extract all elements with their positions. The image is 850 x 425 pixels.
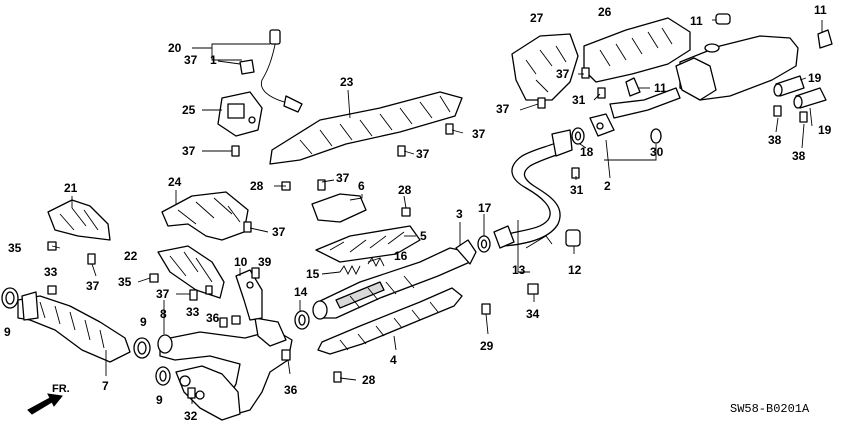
callout-16: 16: [394, 249, 408, 263]
callout-27: 27: [530, 11, 544, 25]
converter-cover: [311, 193, 367, 223]
heat-shield-26: [583, 17, 691, 83]
catalytic-converter: [315, 225, 421, 263]
callout-3: 3: [456, 207, 463, 221]
heat-shield-upper-left: [161, 191, 249, 241]
callout-36-left: 36: [206, 311, 220, 325]
callout-21: 21: [64, 181, 78, 195]
front-label: FR.: [52, 383, 70, 395]
callout-28-right: 28: [398, 183, 412, 197]
springs: [339, 256, 385, 276]
callout-12: 12: [568, 263, 582, 277]
heat-shield-lower-left: [47, 199, 111, 241]
callout-4: 4: [390, 353, 397, 367]
sensor-bracket: [217, 91, 263, 137]
callout-34: 34: [526, 307, 540, 321]
hanger-11c: [625, 77, 641, 97]
callout-22: 22: [124, 249, 138, 263]
callout-7: 7: [102, 379, 109, 393]
callout-26: 26: [598, 5, 612, 19]
callout-23: 23: [340, 75, 354, 89]
muffler: [589, 35, 799, 137]
callout-33-left: 33: [44, 265, 58, 279]
callout-18: 18: [580, 145, 594, 159]
hanger-11a: [715, 13, 731, 25]
callout-37-g: 37: [156, 287, 170, 301]
callout-19-upper: 19: [808, 71, 822, 85]
heat-shield-27: [511, 33, 579, 101]
catalytic-converter-main: [312, 239, 477, 355]
callout-31-lower: 31: [570, 183, 584, 197]
callout-8: 8: [160, 307, 167, 321]
gasket-lower: [155, 366, 171, 386]
callout-35-center: 35: [118, 275, 132, 289]
callout-6: 6: [358, 179, 365, 193]
middle-pipe: [493, 129, 573, 249]
hanger-11b: [817, 29, 833, 49]
callout-32: 32: [184, 409, 198, 423]
callout-2: 2: [604, 179, 611, 193]
callout-17: 17: [478, 201, 492, 215]
callout-37-j: 37: [184, 53, 198, 67]
heat-shield-lower-center: [157, 245, 225, 299]
front-exhaust-pipe: [1, 287, 131, 363]
callout-1: 1: [210, 53, 217, 67]
callout-36-right: 36: [284, 383, 298, 397]
callout-30: 30: [650, 145, 664, 159]
callout-37-f: 37: [86, 279, 100, 293]
callout-labels: 1 2 3 4 5 6 7 8 9 9 9 10 11 11 11 12 13 …: [4, 3, 832, 423]
callout-10: 10: [234, 255, 248, 269]
callout-20: 20: [168, 41, 182, 55]
callout-9-middle: 9: [140, 315, 147, 329]
tailpipe-tip-lower: [793, 87, 827, 109]
callout-38-a: 38: [768, 133, 782, 147]
exhaust-manifold-pipe: [157, 317, 293, 421]
callout-35-left: 35: [8, 241, 22, 255]
clip-1: [239, 59, 255, 75]
front-direction-arrow: FR.: [27, 383, 70, 415]
gasket-30: [650, 128, 662, 144]
callout-29: 29: [480, 339, 494, 353]
callout-11-middle: 11: [654, 81, 667, 95]
callout-37-i: 37: [556, 67, 570, 81]
callout-19-lower: 19: [818, 123, 832, 137]
callout-37-c: 37: [416, 147, 430, 161]
gasket-17: [477, 235, 491, 253]
callout-9-left: 9: [4, 325, 11, 339]
callout-24: 24: [168, 175, 182, 189]
callout-37-e: 37: [272, 225, 286, 239]
callout-28-bottom: 28: [362, 373, 376, 387]
drawing-code: SW58-B0201A: [730, 402, 810, 416]
leader-lines: [51, 19, 823, 404]
callout-37-h: 37: [496, 102, 510, 116]
bracket: [235, 269, 263, 321]
callout-37-a: 37: [182, 144, 196, 158]
callout-14: 14: [294, 285, 308, 299]
callout-37-d: 37: [336, 171, 350, 185]
callout-15: 15: [306, 267, 320, 281]
callout-28-left: 28: [250, 179, 264, 193]
heat-shield-long: [269, 91, 463, 165]
tailpipe-tip-upper: [773, 75, 805, 97]
callout-11-top: 11: [690, 14, 703, 28]
gasket-18: [571, 127, 585, 145]
rubber-mount: [565, 229, 581, 247]
callout-31-upper: 31: [572, 93, 586, 107]
callout-38-b: 38: [792, 149, 806, 163]
callout-25: 25: [182, 103, 196, 117]
callout-33-center: 33: [186, 305, 200, 319]
callout-37-b: 37: [472, 127, 486, 141]
gasket-14: [294, 310, 310, 330]
callout-13: 13: [512, 263, 526, 277]
callout-11-right: 11: [814, 3, 827, 17]
callout-9-lower: 9: [156, 393, 163, 407]
callout-5: 5: [420, 229, 427, 243]
gasket-middle: [133, 337, 151, 359]
oxygen-sensor: [260, 29, 303, 113]
callout-39: 39: [258, 255, 272, 269]
